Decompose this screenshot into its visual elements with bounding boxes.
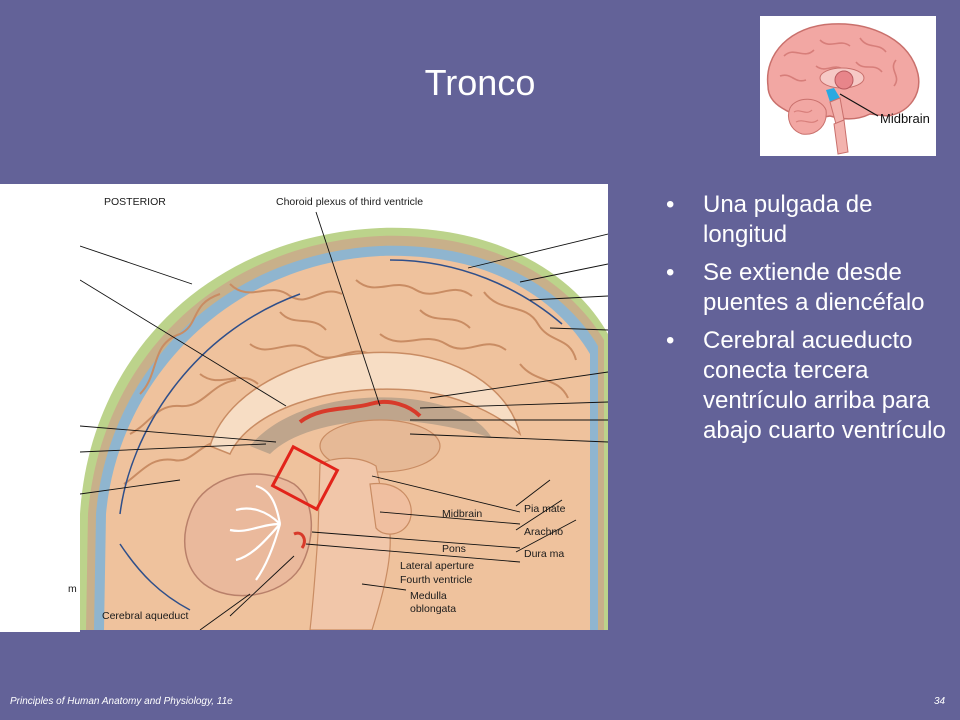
label-cerebral-aqueduct: Cerebral aqueduct <box>102 610 189 622</box>
bullet-item: • Se extiende desde puentes a diencéfalo <box>660 258 960 318</box>
footer-source: Principles of Human Anatomy and Physiolo… <box>10 696 233 707</box>
label-midbrain: Midbrain <box>442 508 483 520</box>
bullet-item: • Una pulgada de longitud <box>660 190 960 250</box>
midbrain-thumbnail-label: Midbrain <box>880 111 930 126</box>
brain-sagittal-figure: POSTERIOR Choroid plexus of third ventri… <box>80 184 608 630</box>
bullet-text: Cerebral acueducto conecta tercera ventr… <box>703 327 946 444</box>
bullet-dot-icon: • <box>666 259 675 286</box>
label-arachnoid: Arachno <box>524 526 564 538</box>
label-cut-m: m <box>68 583 77 595</box>
page-number: 34 <box>934 696 946 707</box>
label-pons: Pons <box>442 543 466 555</box>
label-medulla-line2: oblongata <box>410 603 457 615</box>
label-pia-mater: Pia mate <box>524 503 566 515</box>
bullet-item: • Cerebral acueducto conecta tercera vent… <box>660 326 960 446</box>
figure-left-strip <box>0 184 80 632</box>
bullet-dot-icon: • <box>666 327 675 354</box>
label-posterior: POSTERIOR <box>104 196 166 208</box>
slide-title: Tronco <box>424 62 536 103</box>
label-lateral-aperture: Lateral aperture <box>400 560 475 572</box>
thumbnail-brain-illustration <box>766 23 920 155</box>
bullet-text: Una pulgada de longitud <box>703 191 873 248</box>
label-fourth-ventricle: Fourth ventricle <box>400 574 473 586</box>
label-choroid-plexus: Choroid plexus of third ventricle <box>276 196 424 208</box>
brain-sagittal-illustration <box>80 184 608 630</box>
label-medulla-line1: Medulla <box>410 590 447 602</box>
midbrain-highlight-box <box>270 444 340 512</box>
midbrain-thumbnail <box>760 16 936 156</box>
bullet-list: • Una pulgada de longitud • Se extiende de… <box>660 190 960 454</box>
label-dura-mater: Dura ma <box>524 548 565 560</box>
bullet-dot-icon: • <box>666 191 675 218</box>
bullet-text: Se extiende desde puentes a diencéfalo <box>703 259 925 316</box>
